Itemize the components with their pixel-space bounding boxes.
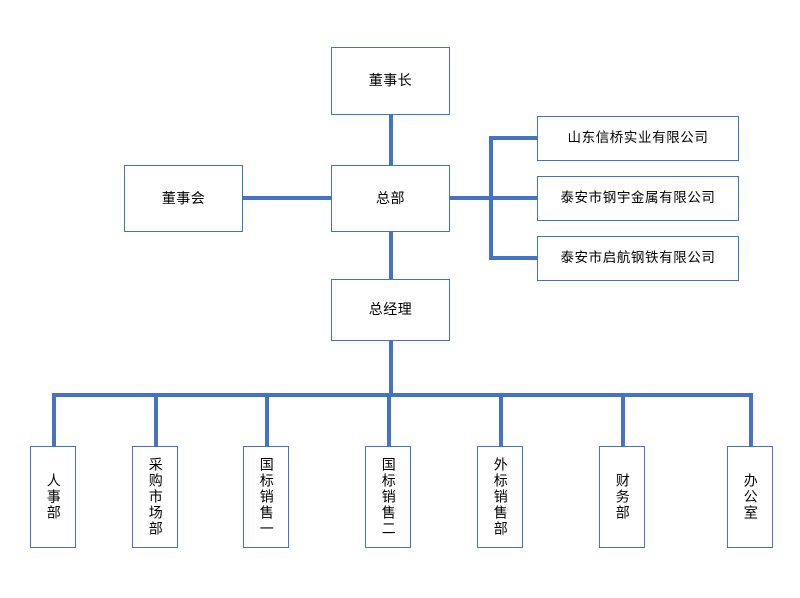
node-general-manager-label: 总经理 (368, 301, 413, 318)
node-subsidiary-3-label: 泰安市启航钢铁有限公司 (560, 250, 716, 266)
node-department-export-sales-label: 外标销售部 (492, 457, 509, 537)
node-department-procurement-market[interactable]: 采购市场部 (132, 446, 178, 548)
node-department-office-label: 办公室 (742, 473, 759, 521)
node-department-gb-sales-1[interactable]: 国标销售一 (243, 446, 289, 548)
connector-headquarters-to-general-manager (389, 231, 393, 279)
node-general-manager[interactable]: 总经理 (331, 279, 450, 341)
node-subsidiary-3[interactable]: 泰安市启航钢铁有限公司 (537, 236, 739, 281)
connector-drop-department-2 (154, 393, 158, 446)
connector-drop-department-5 (499, 393, 503, 446)
node-department-office[interactable]: 办公室 (727, 446, 773, 548)
node-department-gb-sales-1-label: 国标销售一 (258, 457, 275, 537)
node-department-finance-label: 财务部 (614, 473, 631, 521)
connector-branch-subsidiary-3 (489, 256, 539, 260)
node-department-personnel[interactable]: 人事部 (30, 446, 76, 548)
node-department-export-sales[interactable]: 外标销售部 (477, 446, 523, 548)
connector-board-to-headquarters (204, 196, 334, 200)
node-headquarters-label: 总部 (376, 189, 405, 206)
node-chairman[interactable]: 董事长 (331, 47, 450, 115)
connector-branch-subsidiary-2 (489, 196, 539, 200)
node-subsidiary-2-label: 泰安市钢宇金属有限公司 (560, 190, 716, 206)
node-department-personnel-label: 人事部 (45, 473, 62, 521)
connector-drop-department-3 (265, 393, 269, 446)
connector-branch-subsidiary-1 (489, 136, 539, 140)
node-subsidiary-1[interactable]: 山东信桥实业有限公司 (537, 116, 739, 161)
connector-drop-department-1 (52, 393, 56, 446)
node-department-procurement-market-label: 采购市场部 (147, 457, 164, 537)
node-chairman-label: 董事长 (368, 72, 413, 89)
node-department-gb-sales-2-label: 国标销售二 (380, 457, 397, 537)
connector-general-manager-to-bus (389, 341, 393, 397)
node-subsidiary-1-label: 山东信桥实业有限公司 (567, 130, 709, 146)
node-headquarters[interactable]: 总部 (331, 165, 450, 232)
connector-department-bus (52, 393, 751, 397)
node-subsidiary-2[interactable]: 泰安市钢宇金属有限公司 (537, 176, 739, 221)
node-board-of-directors[interactable]: 董事会 (124, 165, 243, 232)
connector-drop-department-4 (387, 393, 391, 446)
node-department-finance[interactable]: 财务部 (599, 446, 645, 548)
node-board-of-directors-label: 董事会 (161, 189, 206, 206)
connector-chairman-to-headquarters (389, 114, 393, 166)
node-department-gb-sales-2[interactable]: 国标销售二 (365, 446, 411, 548)
connector-drop-department-7 (749, 393, 753, 446)
connector-drop-department-6 (621, 393, 625, 446)
